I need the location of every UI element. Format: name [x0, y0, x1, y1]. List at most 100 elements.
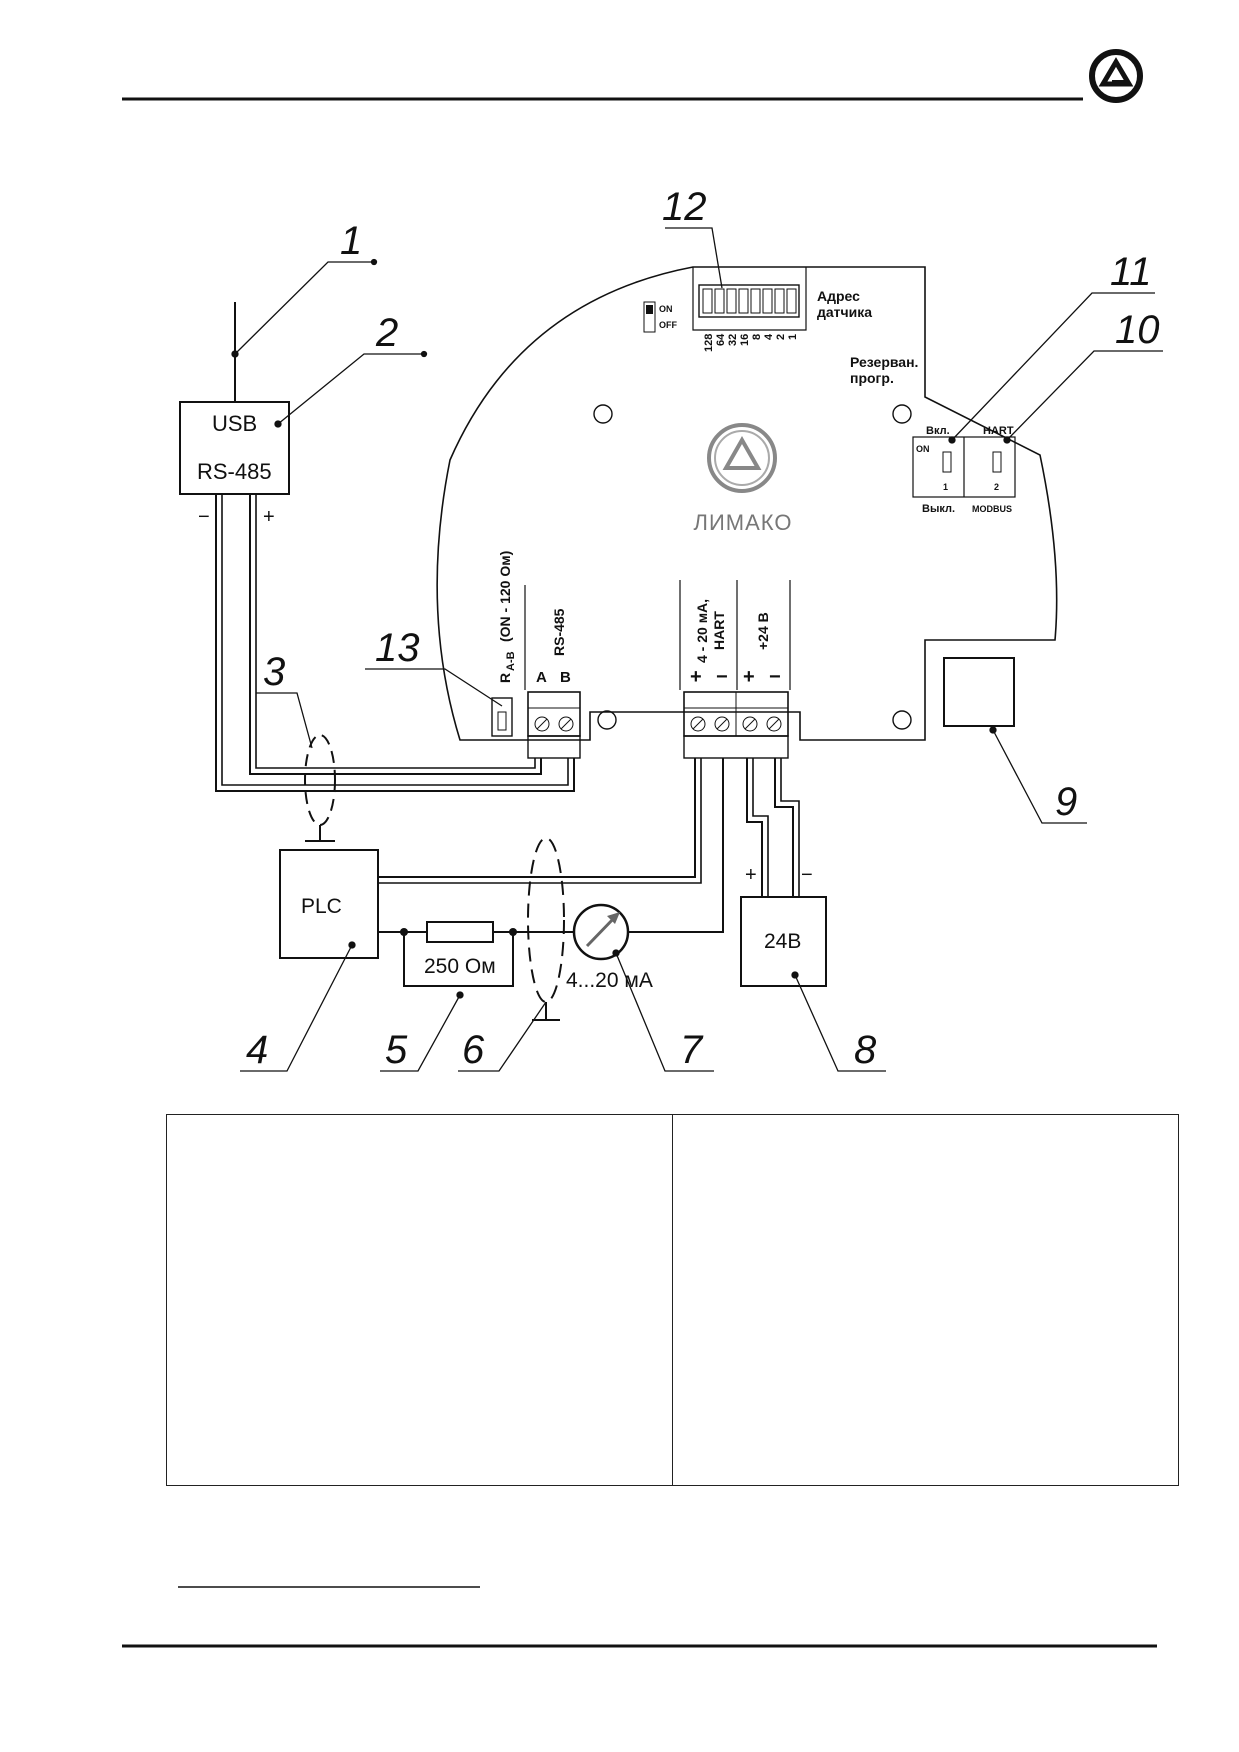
terminal-current-plus: +	[690, 666, 702, 688]
terminal-rab-note: (ON - 120 Ом)	[497, 551, 513, 642]
dip-legend-knob	[646, 305, 653, 314]
switch-2-knob	[992, 451, 1002, 473]
address-bit: 2	[775, 334, 787, 340]
terminal-current-minus: −	[716, 666, 728, 688]
address-bit: 1	[787, 334, 799, 340]
psu-minus-label: −	[801, 864, 813, 886]
terminal-power-minus: −	[769, 666, 781, 688]
switch-2-top: HART	[983, 425, 1014, 437]
callout-8: 8	[854, 1028, 877, 1072]
converter-bottom-label: RS-485	[197, 459, 272, 484]
address-bit: 64	[715, 333, 727, 346]
rs485-terminal-block	[527, 691, 581, 759]
psu-plus-label: +	[745, 864, 757, 886]
address-dip-switch	[698, 284, 800, 318]
ammeter-needle	[585, 914, 618, 948]
plc-box	[279, 849, 379, 959]
psu-minus-wire	[774, 758, 794, 897]
terminal-current-line1: 4 - 20 мА,	[694, 599, 710, 663]
terminal-power: +24 В	[755, 612, 771, 650]
reserve-label-line2: прогр.	[850, 370, 894, 386]
terminal-pin-b: B	[560, 669, 571, 686]
switch-1-number: 1	[943, 482, 948, 492]
terminal-power-plus: +	[743, 666, 755, 688]
terminal-pin-a: A	[536, 669, 547, 686]
address-label-line1: Адрес	[817, 288, 860, 304]
plc-label: PLC	[301, 895, 342, 918]
rab-jumper-knob	[497, 711, 507, 731]
callout-4: 4	[246, 1028, 268, 1072]
callout-13: 13	[375, 626, 420, 670]
callout-12: 12	[662, 185, 707, 229]
psu-label: 24В	[764, 930, 801, 953]
address-bit: 4	[763, 333, 775, 340]
rs485-cable-plus	[249, 494, 542, 775]
loop-wire-top	[378, 758, 696, 878]
address-bit: 16	[739, 334, 751, 346]
callout-1: 1	[340, 219, 362, 263]
psu-minus-wire-inner	[780, 758, 800, 897]
switch-1-state: ON	[916, 444, 930, 454]
mount-hole	[892, 404, 912, 424]
callout-numbers: 1 2 3 4 5 6 7 8 9 10 11 12 13	[246, 185, 1160, 1072]
loop-wire-top-inner	[378, 758, 702, 884]
display-module-box	[943, 657, 1015, 727]
switch-1-top: Вкл.	[926, 425, 950, 437]
callout-2: 2	[375, 311, 398, 355]
legend-table-divider	[672, 1115, 673, 1485]
converter-top-label: USB	[212, 411, 257, 436]
rs485-cable-minus-inner	[221, 494, 569, 786]
ammeter-arrowhead	[607, 912, 620, 924]
panel-brand: ЛИМАКО	[694, 510, 793, 535]
dip-legend-on: ON	[659, 304, 673, 314]
address-bit-labels: 128 64 32 16 8 4 2 1	[703, 333, 799, 352]
resistor-label: 250 Ом	[424, 955, 496, 978]
address-bit: 128	[703, 334, 715, 352]
loop-wire-return	[628, 758, 724, 933]
psu-plus-wire-inner	[752, 758, 769, 897]
converter-minus: −	[198, 506, 210, 528]
ammeter-label: 4...20 мА	[566, 969, 653, 992]
terminal-rab-label: R	[497, 673, 513, 683]
switch-2-number: 2	[994, 482, 999, 492]
dip-legend-off: OFF	[659, 320, 677, 330]
mount-hole	[593, 404, 613, 424]
callout-7: 7	[680, 1028, 704, 1072]
address-label-line2: датчика	[817, 304, 872, 320]
limako-logo-icon	[1089, 49, 1143, 103]
resistor-250-ohm	[426, 921, 494, 943]
callout-leaders	[231, 227, 1163, 1072]
terminal-rs485: RS-485	[551, 608, 567, 656]
panel-outline	[436, 266, 1058, 741]
cable-shield-3	[304, 734, 336, 826]
callout-6: 6	[462, 1028, 485, 1072]
reserve-label-line1: Резерван.	[850, 354, 918, 370]
panel-logo-icon	[707, 423, 777, 493]
callout-11: 11	[1110, 250, 1152, 294]
rs485-cable-minus	[215, 494, 575, 792]
callout-9: 9	[1055, 780, 1077, 824]
rab-jumper	[491, 697, 513, 737]
dip-legend-box	[643, 301, 656, 333]
address-bit: 8	[751, 334, 763, 340]
converter-plus: +	[263, 506, 275, 528]
callout-3: 3	[263, 650, 285, 694]
mount-hole	[597, 710, 617, 730]
cable-shield-6	[527, 837, 565, 1003]
callout-dot	[275, 421, 281, 427]
psu-plus-wire	[746, 758, 763, 897]
address-bit: 32	[727, 334, 739, 346]
rs485-cable-plus-inner	[255, 494, 536, 769]
terminal-rab-sub: A-B	[505, 651, 517, 671]
legend-table	[166, 1114, 1179, 1486]
callout-5: 5	[385, 1028, 408, 1072]
switch-1-bottom: Выкл.	[922, 503, 955, 515]
power-signal-terminal-block	[683, 691, 789, 759]
panel-notch	[692, 267, 807, 331]
psu-24v-box	[740, 896, 827, 987]
terminal-current-line2: HART	[711, 611, 727, 650]
mount-hole	[892, 710, 912, 730]
switch-2-bottom: MODBUS	[972, 504, 1012, 514]
